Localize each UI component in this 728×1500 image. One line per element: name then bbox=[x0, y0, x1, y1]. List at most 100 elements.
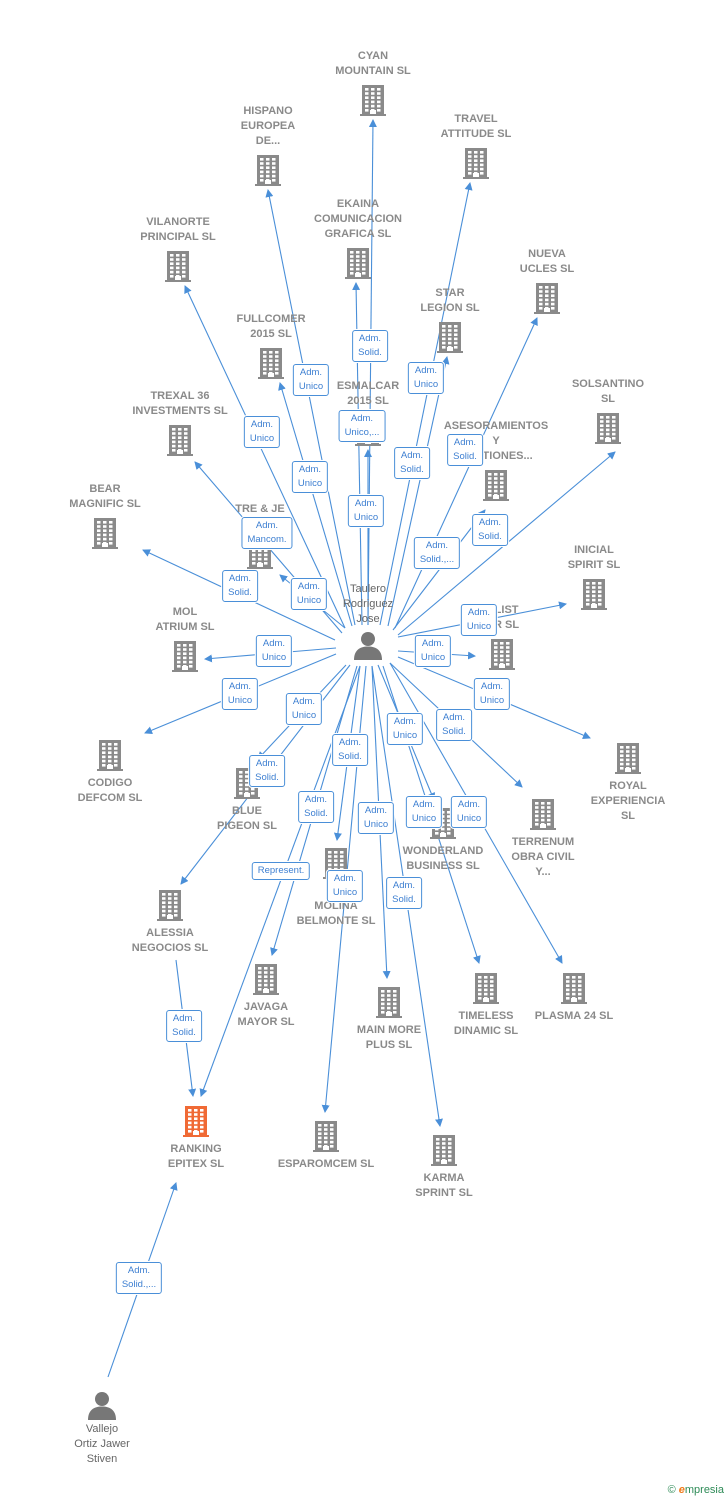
edge-label-taulero-codigo[interactable]: Adm. Unico bbox=[221, 678, 259, 710]
company-node-javaga[interactable]: JAVAGA MAYOR SL bbox=[206, 962, 326, 1030]
edge-label-taulero-esparomcem[interactable]: Adm. Unico bbox=[326, 870, 364, 902]
building-icon bbox=[211, 346, 331, 380]
edge-label-taulero-asesor[interactable]: Adm. Solid.,... bbox=[413, 537, 461, 569]
brand-e: e bbox=[678, 1484, 685, 1496]
company-node-bear[interactable]: BEAR MAGNIFIC SL bbox=[45, 482, 165, 550]
edge-label-taulero-karma[interactable]: Adm. Solid. bbox=[386, 877, 422, 909]
company-label: MAIN MORE PLUS SL bbox=[356, 1024, 422, 1051]
company-node-solsantino[interactable]: SOLSANTINO SL bbox=[548, 377, 668, 445]
edge-label-taulero-trejecan[interactable]: Adm. Unico bbox=[290, 578, 328, 610]
company-label: TERRENUM OBRA CIVIL Y... bbox=[511, 836, 575, 878]
company-label: RANKING EPITEX SL bbox=[167, 1143, 225, 1170]
edge-label-taulero-javaga[interactable]: Adm. Solid. bbox=[298, 791, 334, 823]
edge-label-taulero-esmalcar[interactable]: Adm. Unico bbox=[347, 495, 385, 527]
company-node-nueva[interactable]: NUEVA UCLES SL bbox=[487, 247, 607, 315]
company-label: FULLCOMER 2015 SL bbox=[236, 313, 306, 340]
company-node-star[interactable]: STAR LEGION SL bbox=[390, 286, 510, 354]
company-node-trexal[interactable]: TREXAL 36 INVESTMENTS SL bbox=[120, 389, 240, 457]
edge-label-taulero-terrenum[interactable]: Adm. Solid. bbox=[436, 709, 472, 741]
building-icon bbox=[442, 637, 562, 671]
building-icon bbox=[534, 577, 654, 611]
building-icon bbox=[208, 153, 328, 187]
company-label: ALESSIA NEGOCIOS SL bbox=[131, 927, 209, 954]
building-icon bbox=[483, 797, 603, 831]
company-node-hispano[interactable]: HISPANO EUROPEA DE... bbox=[208, 104, 328, 187]
building-icon bbox=[487, 281, 607, 315]
edge-label-taulero-trexal[interactable]: Adm. Mancom. bbox=[241, 517, 293, 549]
company-label: TRAVEL ATTITUDE SL bbox=[440, 113, 512, 140]
company-node-codigo[interactable]: CODIGO DEFCOM SL bbox=[50, 738, 170, 806]
edge-label-taulero-ranking[interactable]: Represent. bbox=[251, 862, 311, 880]
company-node-plasma[interactable]: PLASMA 24 SL bbox=[514, 971, 634, 1024]
company-node-ranking[interactable]: RANKING EPITEX SL bbox=[136, 1104, 256, 1172]
edge-label-alessia-ranking[interactable]: Adm. Solid. bbox=[166, 1010, 202, 1042]
edge-label-taulero-vilanorte[interactable]: Adm. Unico bbox=[243, 416, 281, 448]
edge-taulero-vilanorte bbox=[184, 285, 346, 629]
company-node-cyan[interactable]: CYAN MOUNTAIN SL bbox=[313, 49, 433, 117]
company-node-terrenum[interactable]: TERRENUM OBRA CIVIL Y... bbox=[483, 797, 603, 880]
company-node-blue[interactable]: BLUE PIGEON SL bbox=[187, 766, 307, 834]
company-node-travel[interactable]: TRAVEL ATTITUDE SL bbox=[416, 112, 536, 180]
company-node-royal[interactable]: ROYAL EXPERIENCIA SL bbox=[568, 741, 688, 824]
building-icon bbox=[298, 246, 418, 280]
company-node-timeless[interactable]: TIMELESS DINAMIC SL bbox=[426, 971, 546, 1039]
person-node-taulero[interactable]: Taulero Rodriguez Jose bbox=[308, 582, 428, 660]
company-label: ROYAL EXPERIENCIA SL bbox=[590, 780, 666, 822]
building-icon bbox=[136, 1104, 256, 1138]
copyright-symbol: © bbox=[667, 1484, 676, 1496]
company-label: CYAN MOUNTAIN SL bbox=[335, 50, 411, 77]
company-label: MOL ATRIUM SL bbox=[155, 606, 215, 633]
edge-label-taulero-inicial[interactable]: Adm. Unico bbox=[460, 604, 498, 636]
company-node-ekaina[interactable]: EKAINA COMUNICACION GRAFICA SL bbox=[298, 197, 418, 280]
edge-label-taulero-star[interactable]: Adm. Solid. bbox=[394, 447, 430, 479]
company-node-esparomcem[interactable]: ESPAROMCEM SL bbox=[266, 1119, 386, 1172]
edge-label-taulero-vlist[interactable]: Adm. Unico bbox=[414, 635, 452, 667]
edge-label-taulero-alessia[interactable]: Adm. Solid. bbox=[249, 755, 285, 787]
building-icon bbox=[187, 766, 307, 800]
edge-taulero-star bbox=[387, 356, 450, 627]
company-node-mainmore[interactable]: MAIN MORE PLUS SL bbox=[329, 985, 449, 1053]
edge-label-taulero-travel[interactable]: Adm. Unico bbox=[407, 362, 445, 394]
edge-label-taulero-solsantino[interactable]: Adm. Solid. bbox=[472, 514, 508, 546]
edge-label-taulero-blue[interactable]: Adm. Unico bbox=[285, 693, 323, 725]
edge-label-taulero-mainmore[interactable]: Adm. Unico bbox=[357, 802, 395, 834]
company-node-alessia[interactable]: ALESSIA NEGOCIOS SL bbox=[110, 888, 230, 956]
edge-label-taulero-fullcomer[interactable]: Adm. Unico bbox=[291, 461, 329, 493]
company-label: WONDERLAND BUSINESS SL bbox=[402, 845, 484, 872]
building-icon bbox=[514, 971, 634, 1005]
company-label: INICIAL SPIRIT SL bbox=[567, 544, 621, 571]
edge-label-taulero-mol[interactable]: Adm. Unico bbox=[255, 635, 293, 667]
brand-name: mpresia bbox=[684, 1484, 724, 1496]
building-icon bbox=[384, 1133, 504, 1167]
edge-label-taulero-hispano[interactable]: Adm. Unico bbox=[292, 364, 330, 396]
building-icon bbox=[436, 468, 556, 502]
company-node-inicial[interactable]: INICIAL SPIRIT SL bbox=[534, 543, 654, 611]
person-icon bbox=[42, 1390, 162, 1420]
edge-label-taulero-molina[interactable]: Adm. Solid. bbox=[332, 734, 368, 766]
company-label: STAR LEGION SL bbox=[420, 287, 480, 314]
company-node-fullcomer[interactable]: FULLCOMER 2015 SL bbox=[211, 312, 331, 380]
edge-label-taulero-ekaina[interactable]: Adm. Unico,... bbox=[338, 410, 386, 442]
company-label: BLUE PIGEON SL bbox=[217, 805, 277, 832]
company-label: HISPANO EUROPEA DE... bbox=[240, 105, 296, 147]
building-icon bbox=[548, 411, 668, 445]
edge-taulero-nueva bbox=[394, 317, 538, 629]
person-node-vallejo[interactable]: Vallejo Ortiz Jawer Stiven bbox=[42, 1390, 162, 1467]
company-label: VILANORTE PRINCIPAL SL bbox=[140, 216, 216, 243]
edge-label-taulero-nueva[interactable]: Adm. Solid. bbox=[447, 434, 483, 466]
edge-label-taulero-wonderland[interactable]: Adm. Unico bbox=[386, 713, 424, 745]
edge-taulero-cyan bbox=[367, 119, 377, 626]
building-icon bbox=[390, 320, 510, 354]
edge-label-taulero-plasma[interactable]: Adm. Unico bbox=[450, 796, 488, 828]
edge-taulero-hispano bbox=[265, 189, 356, 626]
building-icon bbox=[416, 146, 536, 180]
company-node-karma[interactable]: KARMA SPRINT SL bbox=[384, 1133, 504, 1201]
edge-label-vallejo-ranking[interactable]: Adm. Solid.,... bbox=[115, 1262, 163, 1294]
company-node-vilanorte[interactable]: VILANORTE PRINCIPAL SL bbox=[118, 215, 238, 283]
edge-label-taulero-cyan[interactable]: Adm. Solid. bbox=[352, 330, 388, 362]
company-node-mol[interactable]: MOL ATRIUM SL bbox=[125, 605, 245, 673]
edge-label-taulero-bear[interactable]: Adm. Solid. bbox=[222, 570, 258, 602]
edge-label-taulero-timeless[interactable]: Adm. Unico bbox=[405, 796, 443, 828]
edge-label-taulero-royal[interactable]: Adm. Unico bbox=[473, 678, 511, 710]
